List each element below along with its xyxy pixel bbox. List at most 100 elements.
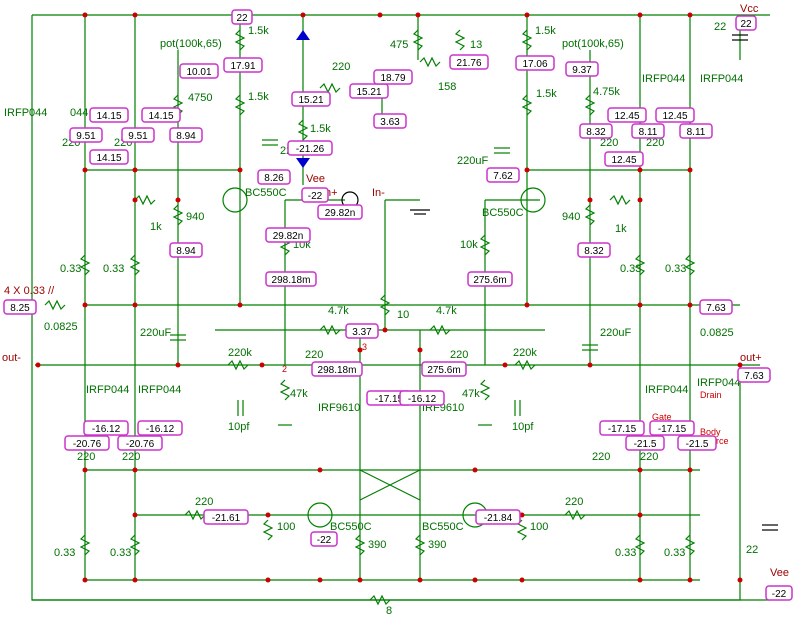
node-tag-n8-26: 8.26	[257, 169, 291, 185]
resistor-r033-b	[129, 254, 141, 276]
label-body: Body	[700, 427, 721, 437]
node-tag-n-21-5-a: -21.5	[625, 435, 665, 451]
node-tag-n8-11-a: 8.11	[631, 123, 665, 139]
node-value: -20.76	[73, 439, 102, 450]
node-tag-n18-79: 18.79	[373, 69, 413, 85]
label-r4k7-r: 4.7k	[436, 305, 457, 317]
node-value: 7.63	[744, 371, 764, 382]
resistor-r8	[369, 594, 391, 606]
label-r220-c: 220	[600, 137, 618, 149]
node-value: 3.37	[352, 327, 372, 338]
wires	[31, 14, 770, 601]
label-irfp-bl1: IRFP044	[86, 384, 129, 396]
node-value: -21.5	[634, 439, 657, 450]
node-tag-n8-25: 8.25	[3, 299, 37, 315]
resistor-r4750	[172, 94, 184, 116]
resistor-r220k-l	[227, 359, 249, 371]
label-r1-5k-a: 1.5k	[248, 25, 269, 37]
label-r47k-l: 47k	[290, 388, 308, 400]
resistor-r158	[419, 56, 441, 68]
label-pot-left: pot(100k,65)	[160, 38, 222, 50]
node-tag-n8-94-b: 8.94	[169, 242, 203, 258]
resistor-r390-l	[354, 534, 366, 556]
node-value: 8.26	[264, 173, 284, 184]
label-pin-2: 2	[282, 364, 287, 374]
node-value: 22	[236, 13, 248, 24]
label-r4k7-l: 4.7k	[328, 305, 349, 317]
node-tag-n8-32-a: 8.32	[579, 123, 613, 139]
node-value: -21.5	[686, 439, 709, 450]
node-value: 275.6m	[473, 275, 506, 286]
rail-labels: Vcc Vee Vee In+ In- out- out+	[2, 3, 789, 579]
node-value: 8.11	[687, 127, 706, 138]
bc550c-bottom-left	[307, 502, 333, 528]
label-irfp-tl2: 044	[70, 107, 88, 119]
node-tag-n14-15-a: 14.15	[89, 107, 129, 123]
label-bc550-l: BC550C	[245, 187, 287, 199]
label-r220-ml: 220	[305, 349, 323, 361]
label-r47k-r: 47k	[462, 388, 480, 400]
resistor-r47k-r	[479, 379, 491, 401]
label-r4750: 4750	[188, 92, 212, 104]
node-value: 10.01	[186, 67, 211, 78]
resistor-r033-d	[129, 534, 141, 556]
capacitor-10pf-r	[514, 400, 521, 416]
node-tag-n7-63-a: 7.63	[699, 299, 733, 315]
resistor-r033-c	[79, 534, 91, 556]
label-r220-br1: 220	[592, 451, 610, 463]
resistor-r1-5k-a	[234, 29, 246, 51]
node-value: -22	[317, 535, 332, 546]
node-tag-n-17-15-c: -17.15	[649, 420, 695, 436]
node-tag-n12-45-b: 12.45	[655, 107, 695, 123]
label-r10: 10	[397, 309, 409, 321]
label-r475: 475	[390, 39, 408, 51]
zener-diode-bot	[296, 158, 310, 168]
node-value: 12.45	[611, 155, 636, 166]
node-tag-n298-18m: 298.18m	[265, 271, 317, 287]
bc550c-right	[520, 187, 546, 213]
label-r13: 13	[470, 39, 482, 51]
node-value: 14.15	[96, 111, 121, 122]
label-cap-220uf-b: 220uF	[600, 327, 631, 339]
label-irf9610-l: IRF9610	[318, 402, 360, 414]
node-tag-n7-63-b: 7.63	[737, 367, 771, 383]
label-r220-bl2: 220	[122, 451, 140, 463]
node-value: 14.15	[148, 111, 173, 122]
resistor-r390-r	[414, 534, 426, 556]
node-value: 8.25	[10, 303, 30, 314]
label-r8: 8	[386, 605, 392, 617]
node-tag-n17-06: 17.06	[515, 55, 555, 71]
capacitor-10pf-l	[237, 400, 244, 416]
node-value: 8.94	[176, 246, 196, 257]
node-value: -16.12	[146, 424, 175, 435]
node-value: -16.12	[408, 394, 437, 405]
node-tag-n-16-12-c: -16.12	[137, 420, 183, 436]
label-irfp-br2: IRFP044	[697, 377, 740, 389]
label-r033-f: 0.33	[664, 547, 685, 559]
node-value: -17.15	[375, 394, 404, 405]
node-tag-n-22-vee: -22	[301, 187, 329, 203]
resistor-r220-top	[319, 82, 341, 94]
resistor-r4k7-r	[429, 324, 451, 336]
node-tag-n29-82n-in: 29.82n	[317, 204, 363, 220]
node-tag-n3-37: 3.37	[345, 323, 379, 339]
label-r033-b: 0.33	[103, 263, 124, 275]
label-irfp-br1: IRFP044	[645, 384, 688, 396]
label-r4-75k: 4.75k	[593, 86, 620, 98]
label-r033-d: 0.33	[110, 547, 131, 559]
node-value: -21.61	[212, 513, 241, 524]
label-gate: Gate	[652, 412, 672, 422]
node-value: 7.63	[706, 303, 726, 314]
label-c22-bot: 22	[746, 544, 758, 556]
resistor-r1-5k-c	[297, 119, 309, 141]
node-value: 15.21	[298, 95, 323, 106]
resistor-r220k-r	[514, 359, 536, 371]
node-value: 9.37	[572, 65, 592, 76]
capacitor-220uf-c	[262, 139, 278, 146]
label-irfp-bl2: IRFP044	[138, 384, 181, 396]
resistor-r-0825-l	[44, 299, 66, 311]
node-value: 8.32	[584, 246, 604, 257]
resistor-r1k-l	[134, 194, 156, 206]
label-r220-br2: 220	[640, 451, 658, 463]
label-r1k-l: 1k	[150, 221, 162, 233]
